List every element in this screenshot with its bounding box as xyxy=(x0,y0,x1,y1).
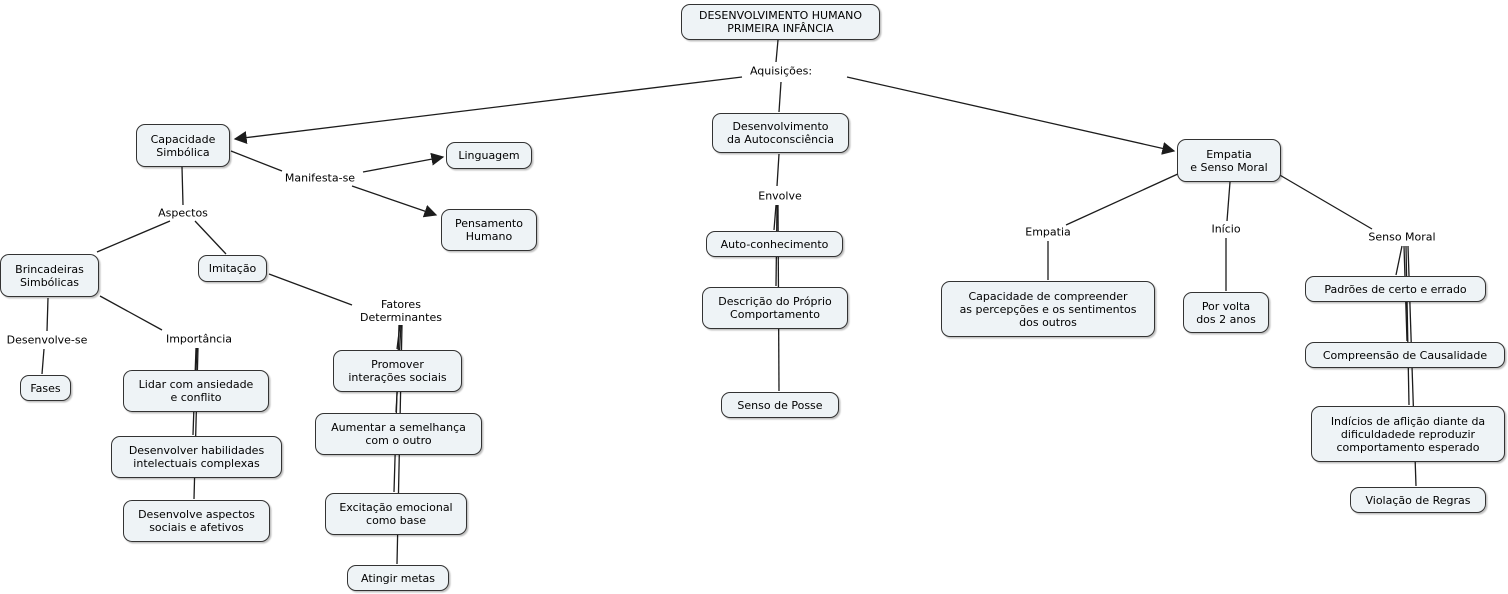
edge-desenvolvimento-envolve xyxy=(776,153,780,187)
link-label-envolve[interactable]: Envolve xyxy=(756,189,804,203)
edge-manifesta-linguagem xyxy=(362,152,445,173)
node-violacao-regras[interactable]: Violação de Regras xyxy=(1350,487,1486,513)
edge-aquisicoes-capacidade xyxy=(233,76,743,145)
edge-empatiasenso-inicio xyxy=(1226,181,1231,222)
edge-importancia-lidar xyxy=(195,347,198,371)
node-brincadeiras-simbolicas[interactable]: Brincadeiras Simbólicas xyxy=(0,254,99,297)
edge-desenvolvese-fases xyxy=(41,348,45,375)
link-label-importancia[interactable]: Importância xyxy=(163,332,235,346)
edge-imitacao-fatores xyxy=(268,273,353,306)
node-desenvolver-habilidades[interactable]: Desenvolver habilidades intelectuais com… xyxy=(111,436,282,478)
link-label-manifesta-se[interactable]: Manifesta-se xyxy=(282,171,358,185)
node-excitacao-emocional[interactable]: Excitação emocional como base xyxy=(325,493,467,535)
link-label-empatia[interactable]: Empatia xyxy=(1023,225,1073,239)
node-promover-interacoes[interactable]: Promover interações sociais xyxy=(333,350,462,392)
node-senso-posse[interactable]: Senso de Posse xyxy=(721,392,839,418)
node-empatia-senso-moral[interactable]: Empatia e Senso Moral xyxy=(1177,139,1281,182)
node-auto-conhecimento[interactable]: Auto-conhecimento xyxy=(706,231,843,257)
edge-manifesta-pensamento xyxy=(351,185,438,218)
node-imitacao[interactable]: Imitação xyxy=(198,255,267,282)
node-fases[interactable]: Fases xyxy=(20,375,71,401)
edge-aspectos-imitacao xyxy=(194,220,227,255)
node-atingir-metas[interactable]: Atingir metas xyxy=(347,565,449,591)
node-indicios-aflicao[interactable]: Indícios de aflição diante da dificuldad… xyxy=(1311,406,1505,462)
node-capacidade-simbolica[interactable]: Capacidade Simbólica xyxy=(136,124,230,167)
edge-empatiasenso-empatia xyxy=(1065,172,1181,226)
node-por-volta-2-anos[interactable]: Por volta dos 2 anos xyxy=(1183,292,1269,333)
edge-aspectos-brincadeiras xyxy=(96,220,171,253)
node-root[interactable]: DESENVOLVIMENTO HUMANO PRIMEIRA INFÂNCIA xyxy=(681,4,880,40)
node-desenvolve-aspectos[interactable]: Desenvolve aspectos sociais e afetivos xyxy=(123,500,270,542)
node-linguagem[interactable]: Linguagem xyxy=(446,142,532,169)
edge-aquisicoes-empatia xyxy=(846,76,1176,155)
edge-brincadeiras-desenvolvese xyxy=(46,297,49,332)
edge-sensomoral-padroes xyxy=(1395,245,1403,276)
edge-envolve-autoconhecimento xyxy=(773,204,777,231)
link-label-desenvolve-se[interactable]: Desenvolve-se xyxy=(4,333,90,347)
link-label-fatores-determinantes[interactable]: Fatores Determinantes xyxy=(358,298,444,324)
link-label-aquisicoes[interactable]: Aquisições: xyxy=(747,64,815,78)
edge-capacidade-aspectos xyxy=(181,166,184,206)
edge-aquisicoes-desenvolvimento xyxy=(778,81,782,113)
link-label-aspectos[interactable]: Aspectos xyxy=(156,206,210,220)
node-aumentar-semelhanca[interactable]: Aumentar a semelhança com o outro xyxy=(315,413,482,455)
link-label-senso-moral[interactable]: Senso Moral xyxy=(1366,230,1438,244)
edge-capacidade-manifesta xyxy=(230,150,283,172)
node-pensamento-humano[interactable]: Pensamento Humano xyxy=(441,209,537,251)
node-descricao-comportamento[interactable]: Descrição do Próprio Comportamento xyxy=(702,287,848,329)
edge-root-aquisicoes xyxy=(775,39,779,63)
node-compreensao-causalidade[interactable]: Compreensão de Causalidade xyxy=(1305,342,1505,368)
node-lidar-ansiedade[interactable]: Lidar com ansiedade e conflito xyxy=(123,370,269,412)
node-capacidade-compreender[interactable]: Capacidade de compreender as percepções … xyxy=(941,281,1155,337)
edge-brincadeiras-importancia xyxy=(99,295,163,331)
edge-empatiasenso-sensomoral xyxy=(1277,173,1373,230)
node-desenvolvimento-autoconsciencia[interactable]: Desenvolvimento da Autoconsciência xyxy=(712,113,849,153)
link-label-inicio[interactable]: Início xyxy=(1209,222,1243,236)
node-padroes-certo-errado[interactable]: Padrões de certo e errado xyxy=(1305,276,1486,302)
edge-sensomoral-indicios xyxy=(1405,245,1410,406)
